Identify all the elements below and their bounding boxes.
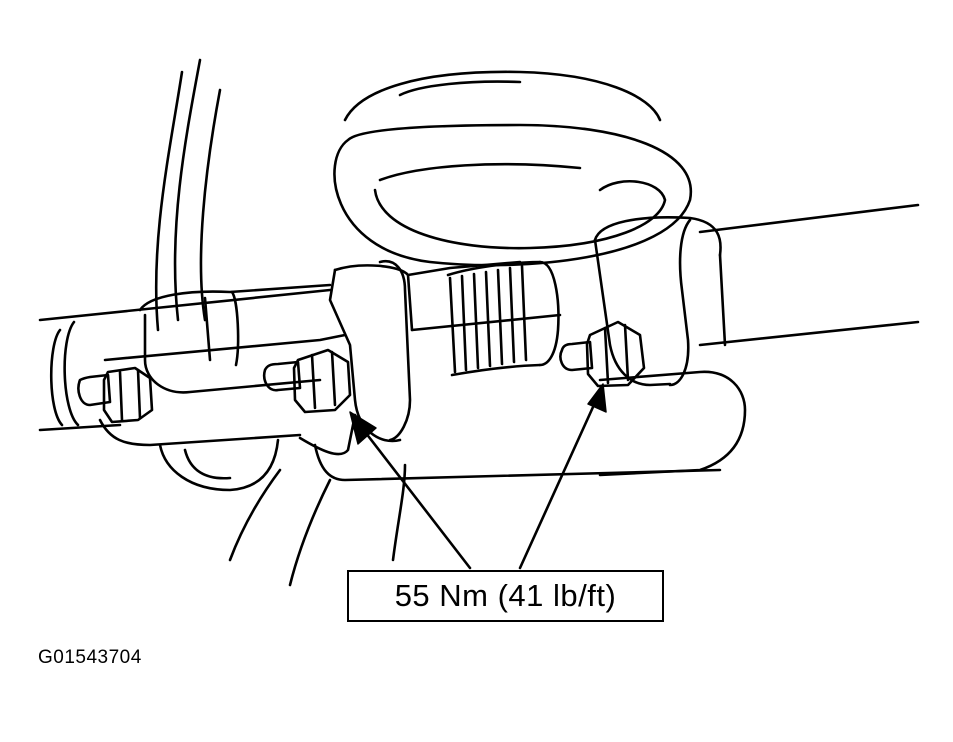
lower-frame-lines [228, 463, 407, 587]
torque-spec-label: 55 Nm (41 lb/ft) [347, 570, 664, 622]
bolt-left [77, 366, 154, 424]
arrowhead-right [587, 383, 607, 413]
left-bracket [98, 283, 347, 492]
right-bracket [593, 216, 747, 477]
bolt-right [559, 320, 646, 388]
bolt-middle [262, 348, 352, 414]
coil-spring [333, 70, 693, 267]
arrowhead-left [349, 411, 377, 445]
leader-line-left [360, 426, 472, 570]
stabilizer-bar [38, 203, 920, 432]
figure-id-code: G01543704 [38, 647, 142, 668]
background-frame-lines [154, 58, 222, 332]
leader-line-right [518, 394, 600, 570]
callout-leaders [349, 383, 607, 570]
threaded-adjuster [446, 260, 560, 377]
